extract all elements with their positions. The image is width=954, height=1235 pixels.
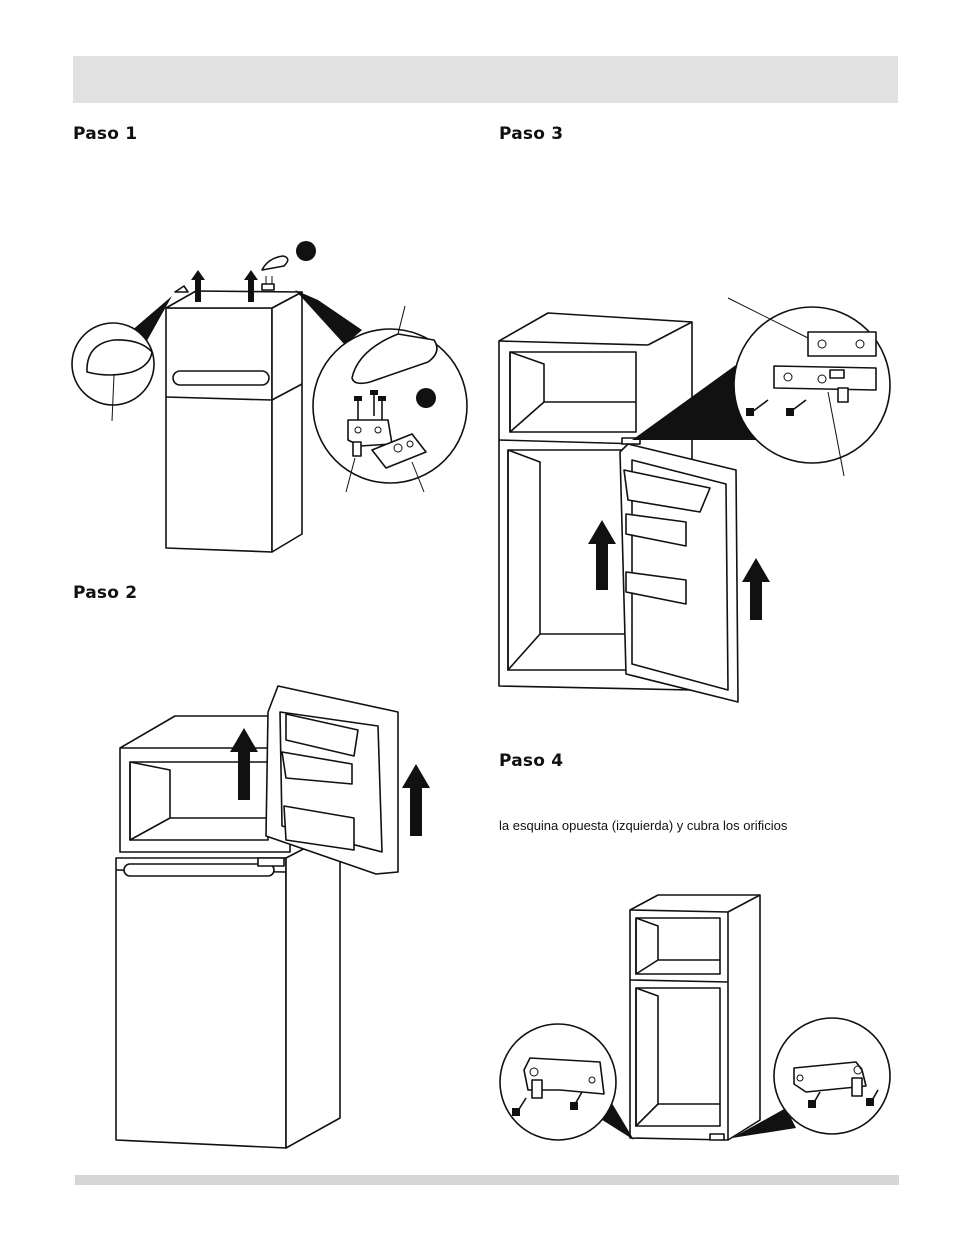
footer-bar: [75, 1175, 899, 1185]
step-4-heading: Paso 4: [499, 751, 564, 771]
step-2-heading: Paso 2: [73, 583, 138, 603]
step-1-heading: Paso 1: [73, 124, 138, 144]
header-bar: [73, 56, 898, 103]
step-4-text: la esquina opuesta (izquierda) y cubra l…: [499, 818, 788, 833]
step-3-heading: Paso 3: [499, 124, 564, 144]
